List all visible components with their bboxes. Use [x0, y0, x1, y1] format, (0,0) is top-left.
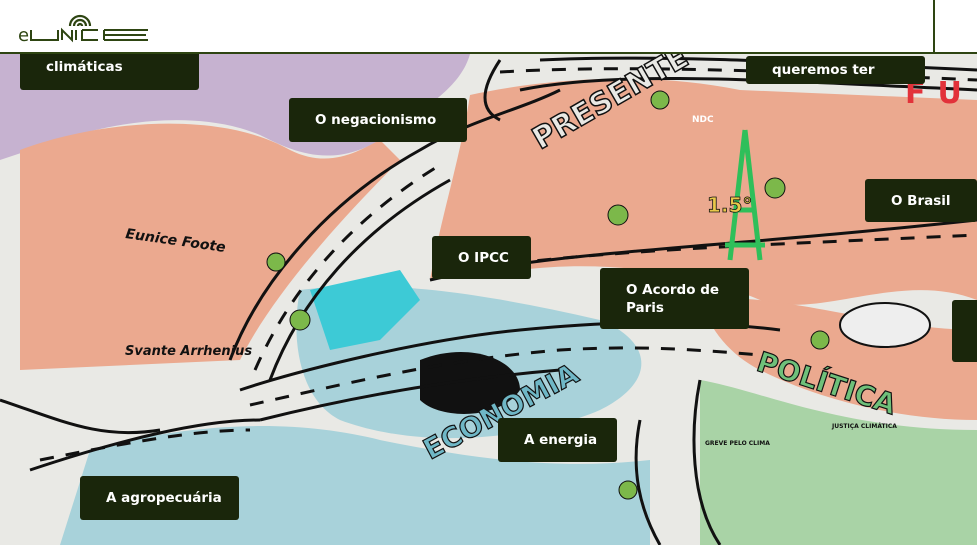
- topic-label: O Brasil: [891, 192, 951, 209]
- salmon-region-left: [20, 123, 400, 371]
- topic-label: O IPCC: [458, 249, 509, 266]
- topic-partial-right[interactable]: [952, 300, 977, 362]
- lake: [310, 270, 420, 350]
- svg-text:e: e: [18, 25, 29, 44]
- greve-sign: GREVE PELO CLIMA: [705, 440, 770, 447]
- justica-sign: JUSTIÇA CLIMÁTICA: [831, 423, 897, 430]
- eunice-logo[interactable]: e: [18, 10, 150, 44]
- topic-label: queremos ter: [772, 62, 875, 78]
- topic-label: A energia: [524, 432, 598, 448]
- eiffel-tower-icon: [725, 129, 765, 261]
- topic-futuro[interactable]: queremos ter: [746, 56, 925, 84]
- ndc-can: NDC: [692, 115, 714, 125]
- header-divider: [933, 0, 935, 54]
- svante-banner: Svante Arrhenius: [125, 344, 252, 359]
- stadium-icon: [839, 302, 931, 348]
- topic-label: climáticas: [46, 59, 123, 75]
- green-region: [700, 380, 977, 545]
- topic-label: A agropecuária: [106, 490, 222, 506]
- topic-label: O negacionismo: [315, 112, 437, 128]
- topic-agropecuaria[interactable]: A agropecuária: [80, 476, 239, 520]
- temperature-lettering: 1.5°: [707, 193, 752, 217]
- oil-spill: [420, 351, 520, 414]
- header: e: [0, 0, 977, 54]
- topic-energia[interactable]: A energia: [498, 418, 617, 462]
- topic-negacionismo[interactable]: O negacionismo: [289, 98, 467, 142]
- topic-brasil[interactable]: O Brasil: [865, 179, 977, 222]
- topic-ipcc[interactable]: O IPCC: [432, 236, 531, 279]
- salmon-region-center: [430, 78, 977, 305]
- topic-label: O Acordo de Paris: [626, 281, 720, 316]
- trees: [266, 90, 830, 500]
- topic-acordo-paris[interactable]: O Acordo de Paris: [600, 268, 749, 329]
